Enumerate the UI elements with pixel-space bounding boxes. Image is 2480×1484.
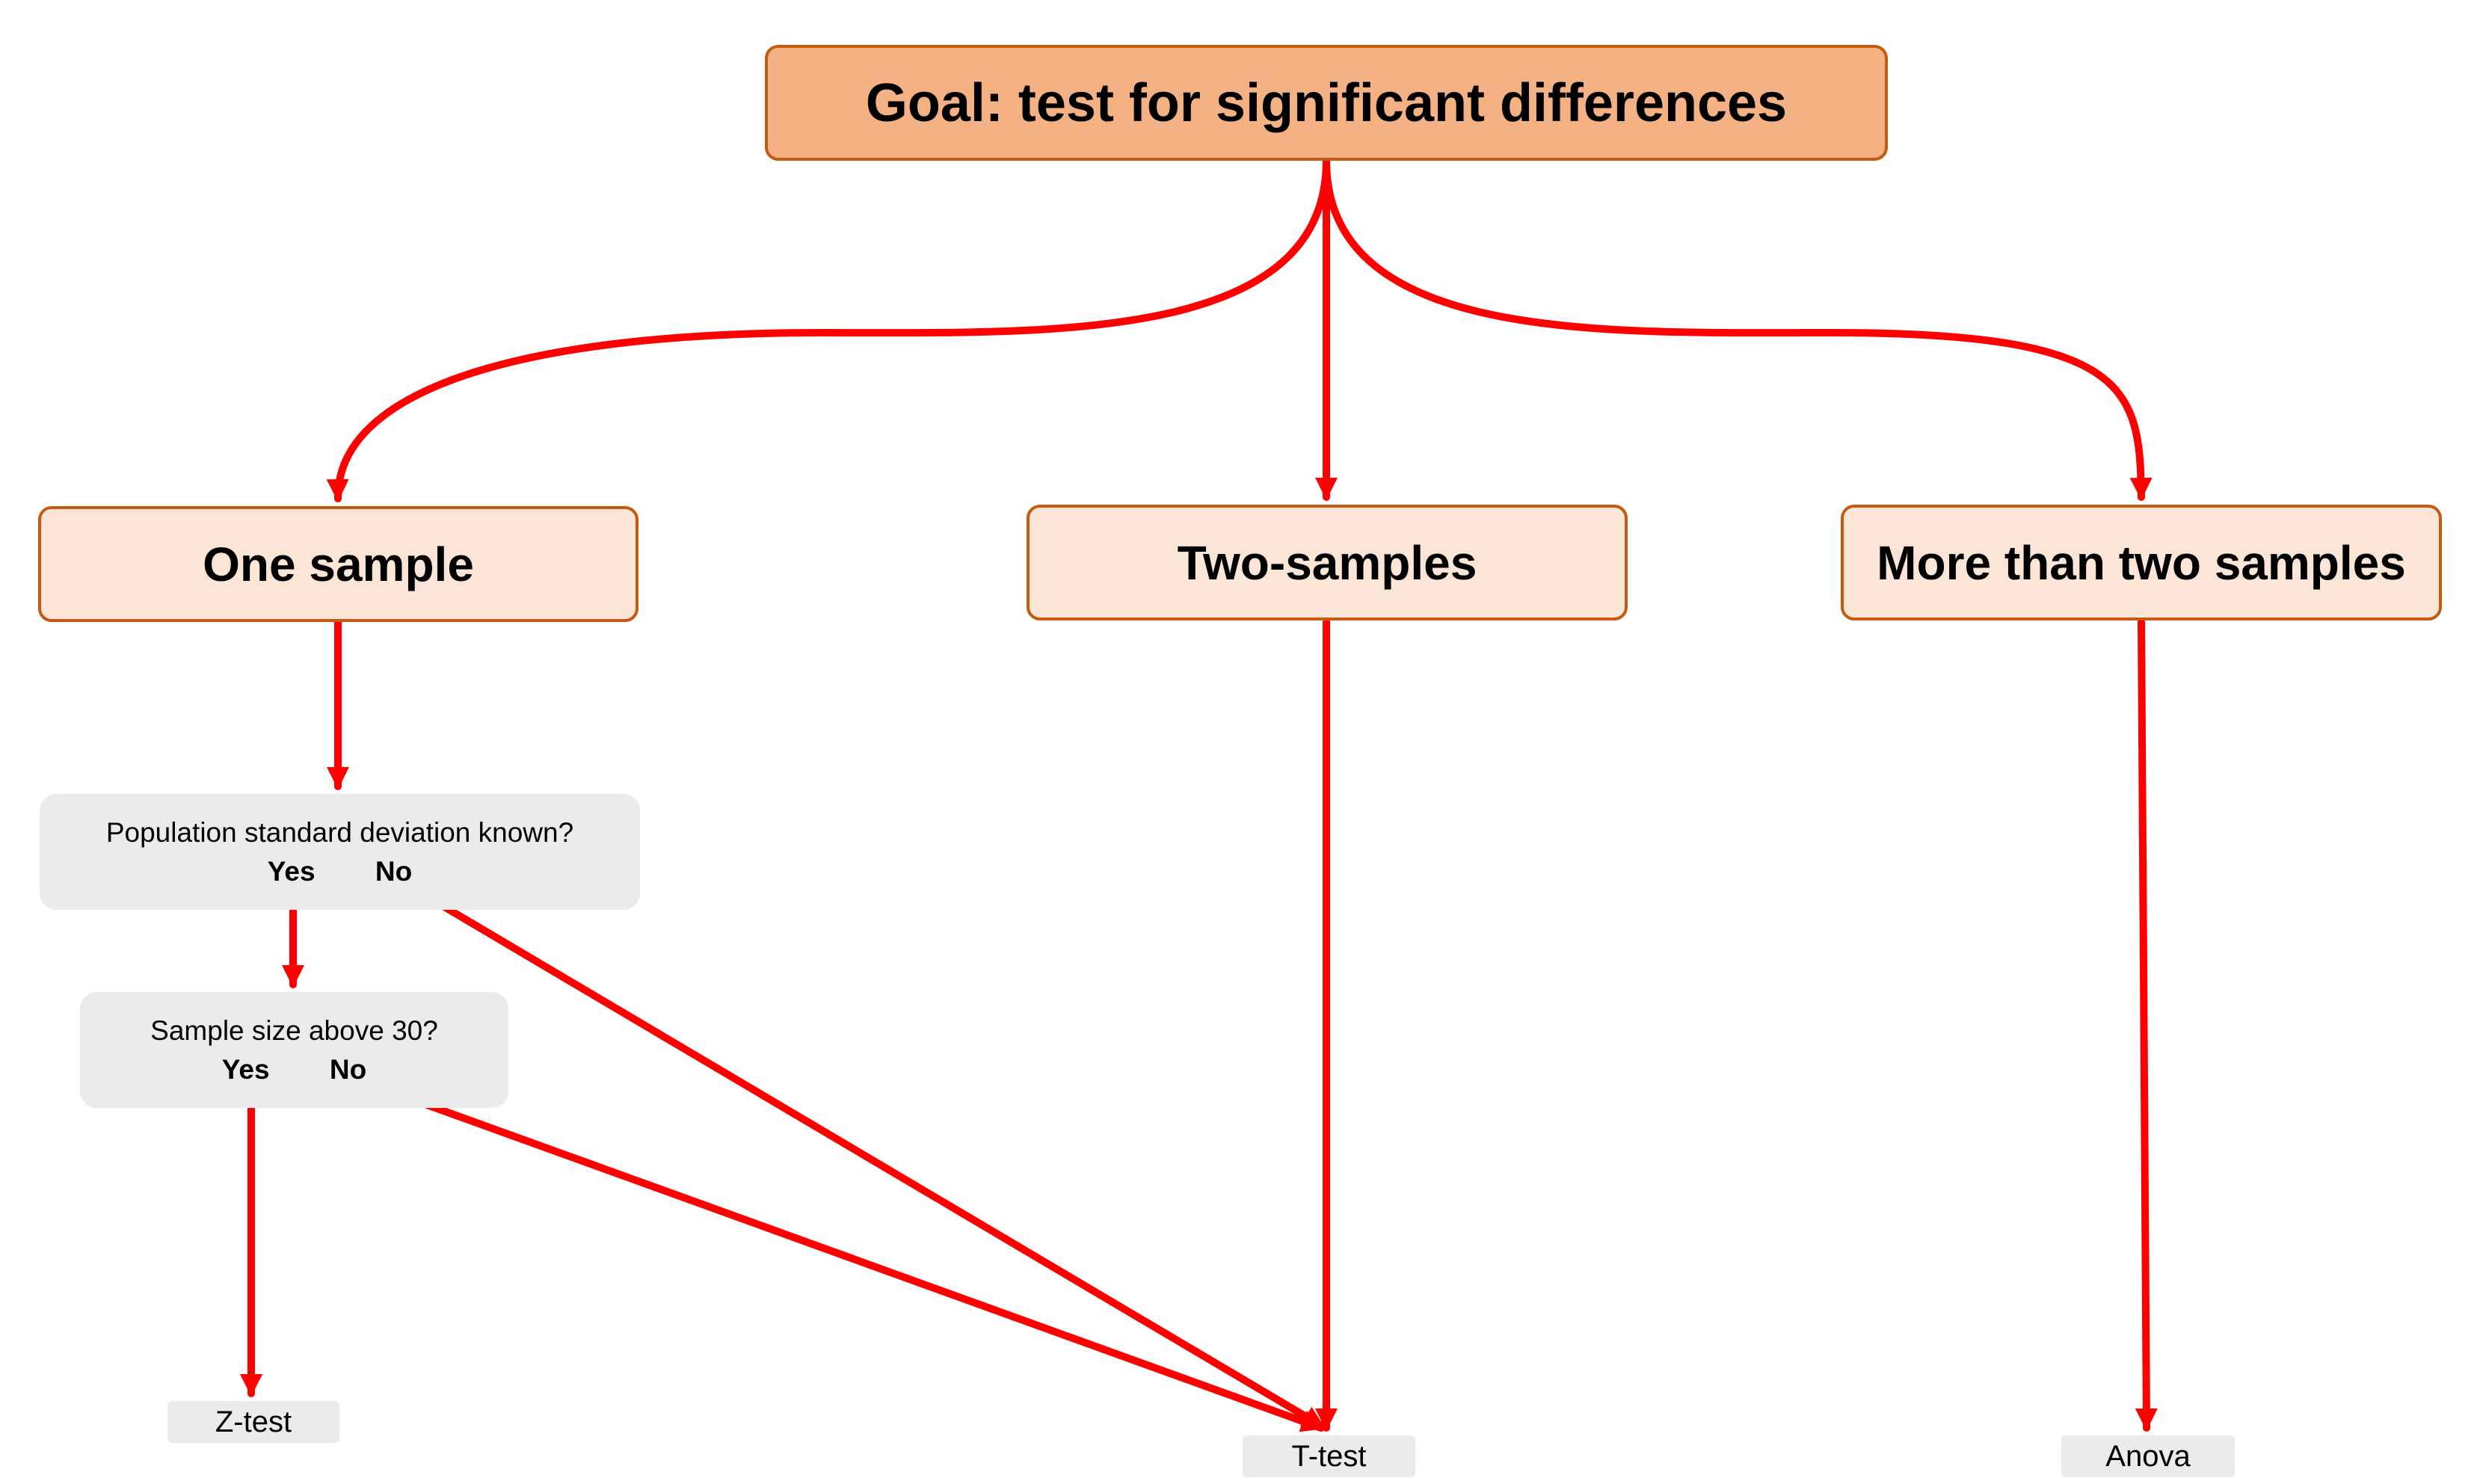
two-samples-box: Two-samples bbox=[1027, 505, 1628, 621]
one-sample-box: One sample bbox=[38, 506, 639, 622]
more-than-two-samples-box: More than two samples bbox=[1841, 505, 2442, 621]
option-yes: Yes bbox=[221, 1053, 270, 1085]
question-std-dev-box: Population standard deviation known? Yes… bbox=[40, 794, 640, 910]
result-t-test: T-test bbox=[1243, 1435, 1415, 1477]
question-sample-size-options: Yes No bbox=[222, 1050, 366, 1089]
option-yes: Yes bbox=[267, 855, 316, 887]
arrow-goal-to-more-samples bbox=[1323, 157, 2153, 501]
two-samples-label: Two-samples bbox=[1177, 535, 1477, 590]
question-std-dev-options: Yes No bbox=[268, 852, 412, 891]
goal-box: Goal: test for significant differences bbox=[765, 45, 1888, 161]
arrow-question1-no-to-ttest bbox=[409, 884, 1326, 1430]
result-anova: Anova bbox=[2061, 1435, 2235, 1477]
goal-label: Goal: test for significant differences bbox=[865, 73, 1788, 133]
arrow-more-samples-to-anova bbox=[2135, 618, 2158, 1432]
z-test-label: Z-test bbox=[215, 1405, 292, 1438]
result-z-test: Z-test bbox=[167, 1401, 339, 1443]
arrow-goal-to-one-sample bbox=[326, 157, 1330, 502]
option-no: No bbox=[375, 855, 413, 887]
more-than-two-samples-label: More than two samples bbox=[1877, 535, 2406, 590]
one-sample-label: One sample bbox=[203, 537, 474, 591]
question-sample-size-text: Sample size above 30? bbox=[150, 1015, 438, 1046]
question-sample-size-box: Sample size above 30? Yes No bbox=[80, 992, 508, 1108]
arrow-question2-no-to-ttest bbox=[366, 1080, 1325, 1432]
anova-label: Anova bbox=[2105, 1439, 2191, 1473]
option-no: No bbox=[329, 1053, 367, 1085]
question-std-dev-text: Population standard deviation known? bbox=[105, 816, 574, 848]
t-test-label: T-test bbox=[1291, 1439, 1367, 1473]
